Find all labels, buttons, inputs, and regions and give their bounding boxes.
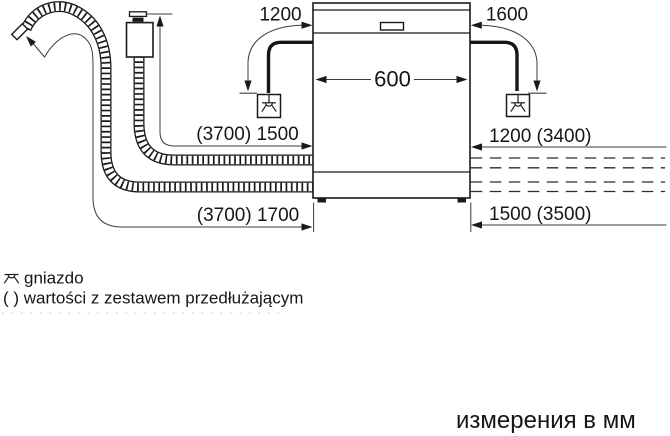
tap-connection-symbol <box>128 11 148 18</box>
power-socket-icon <box>510 95 526 112</box>
dim-label-600: 600 <box>374 67 411 92</box>
dimension-appliance-width: 600 <box>315 67 468 92</box>
arrowhead <box>471 143 482 151</box>
legend-socket-label: gniazdo <box>24 269 84 288</box>
arrowhead <box>533 80 541 92</box>
dimension-supply-hose: (3700) 1500 <box>145 13 313 150</box>
arrowhead <box>456 75 468 84</box>
legend: gniazdo ( ) wartości z zestawem przedłuż… <box>3 269 303 308</box>
drain-hose-end-arrow <box>26 36 36 47</box>
drain-hose-end-cap <box>10 22 29 41</box>
arrowhead <box>470 21 482 29</box>
dim-label-supply: (3700) 1500 <box>196 124 298 145</box>
arrowhead <box>301 21 313 29</box>
arrowhead <box>244 80 252 92</box>
dimension-right-bottom: 1500 (3500) <box>313 202 667 232</box>
arrowhead <box>156 15 164 27</box>
power-socket-icon <box>3 273 20 284</box>
dimension-drain-hose: (3700) 1700 <box>26 33 313 231</box>
door-handle <box>379 21 405 31</box>
tap-connector-nut <box>132 17 144 22</box>
dim-label-drain: (3700) 1700 <box>197 205 299 226</box>
drain-hose <box>10 1 313 193</box>
legend-parentheses-note: ( ) wartości z zestawem przedłużającym <box>3 289 303 308</box>
dashed-hose-continuations <box>470 157 665 193</box>
dimension-right-cable: 1600 <box>470 5 547 94</box>
dimension-left-cable: 1200 <box>239 5 313 94</box>
power-cable-left <box>266 40 313 93</box>
power-socket-icon <box>261 95 277 112</box>
arrowhead <box>301 223 313 231</box>
power-cable-right <box>470 40 519 91</box>
appliance-foot-left <box>317 198 326 203</box>
dim-label-1200: 1200 <box>259 5 301 26</box>
supply-hose <box>133 56 313 166</box>
arrowhead <box>471 221 482 229</box>
aquastop-valve-body <box>125 21 154 58</box>
dim-label-right-top: 1200 (3400) <box>489 126 591 147</box>
aquastop-valve <box>125 11 154 58</box>
dim-label-right-bottom: 1500 (3500) <box>489 204 591 225</box>
arrowhead <box>301 142 313 150</box>
appliance-foot-right <box>457 198 466 203</box>
dim-label-1600: 1600 <box>486 5 528 26</box>
power-socket-right <box>505 93 531 118</box>
arrowhead <box>315 75 327 84</box>
appliance <box>312 2 471 203</box>
appliance-outline <box>312 2 471 199</box>
dimension-right-top: 1200 (3400) <box>471 126 667 151</box>
units-caption: измерения в мм <box>456 407 636 434</box>
power-socket-left <box>256 93 282 119</box>
